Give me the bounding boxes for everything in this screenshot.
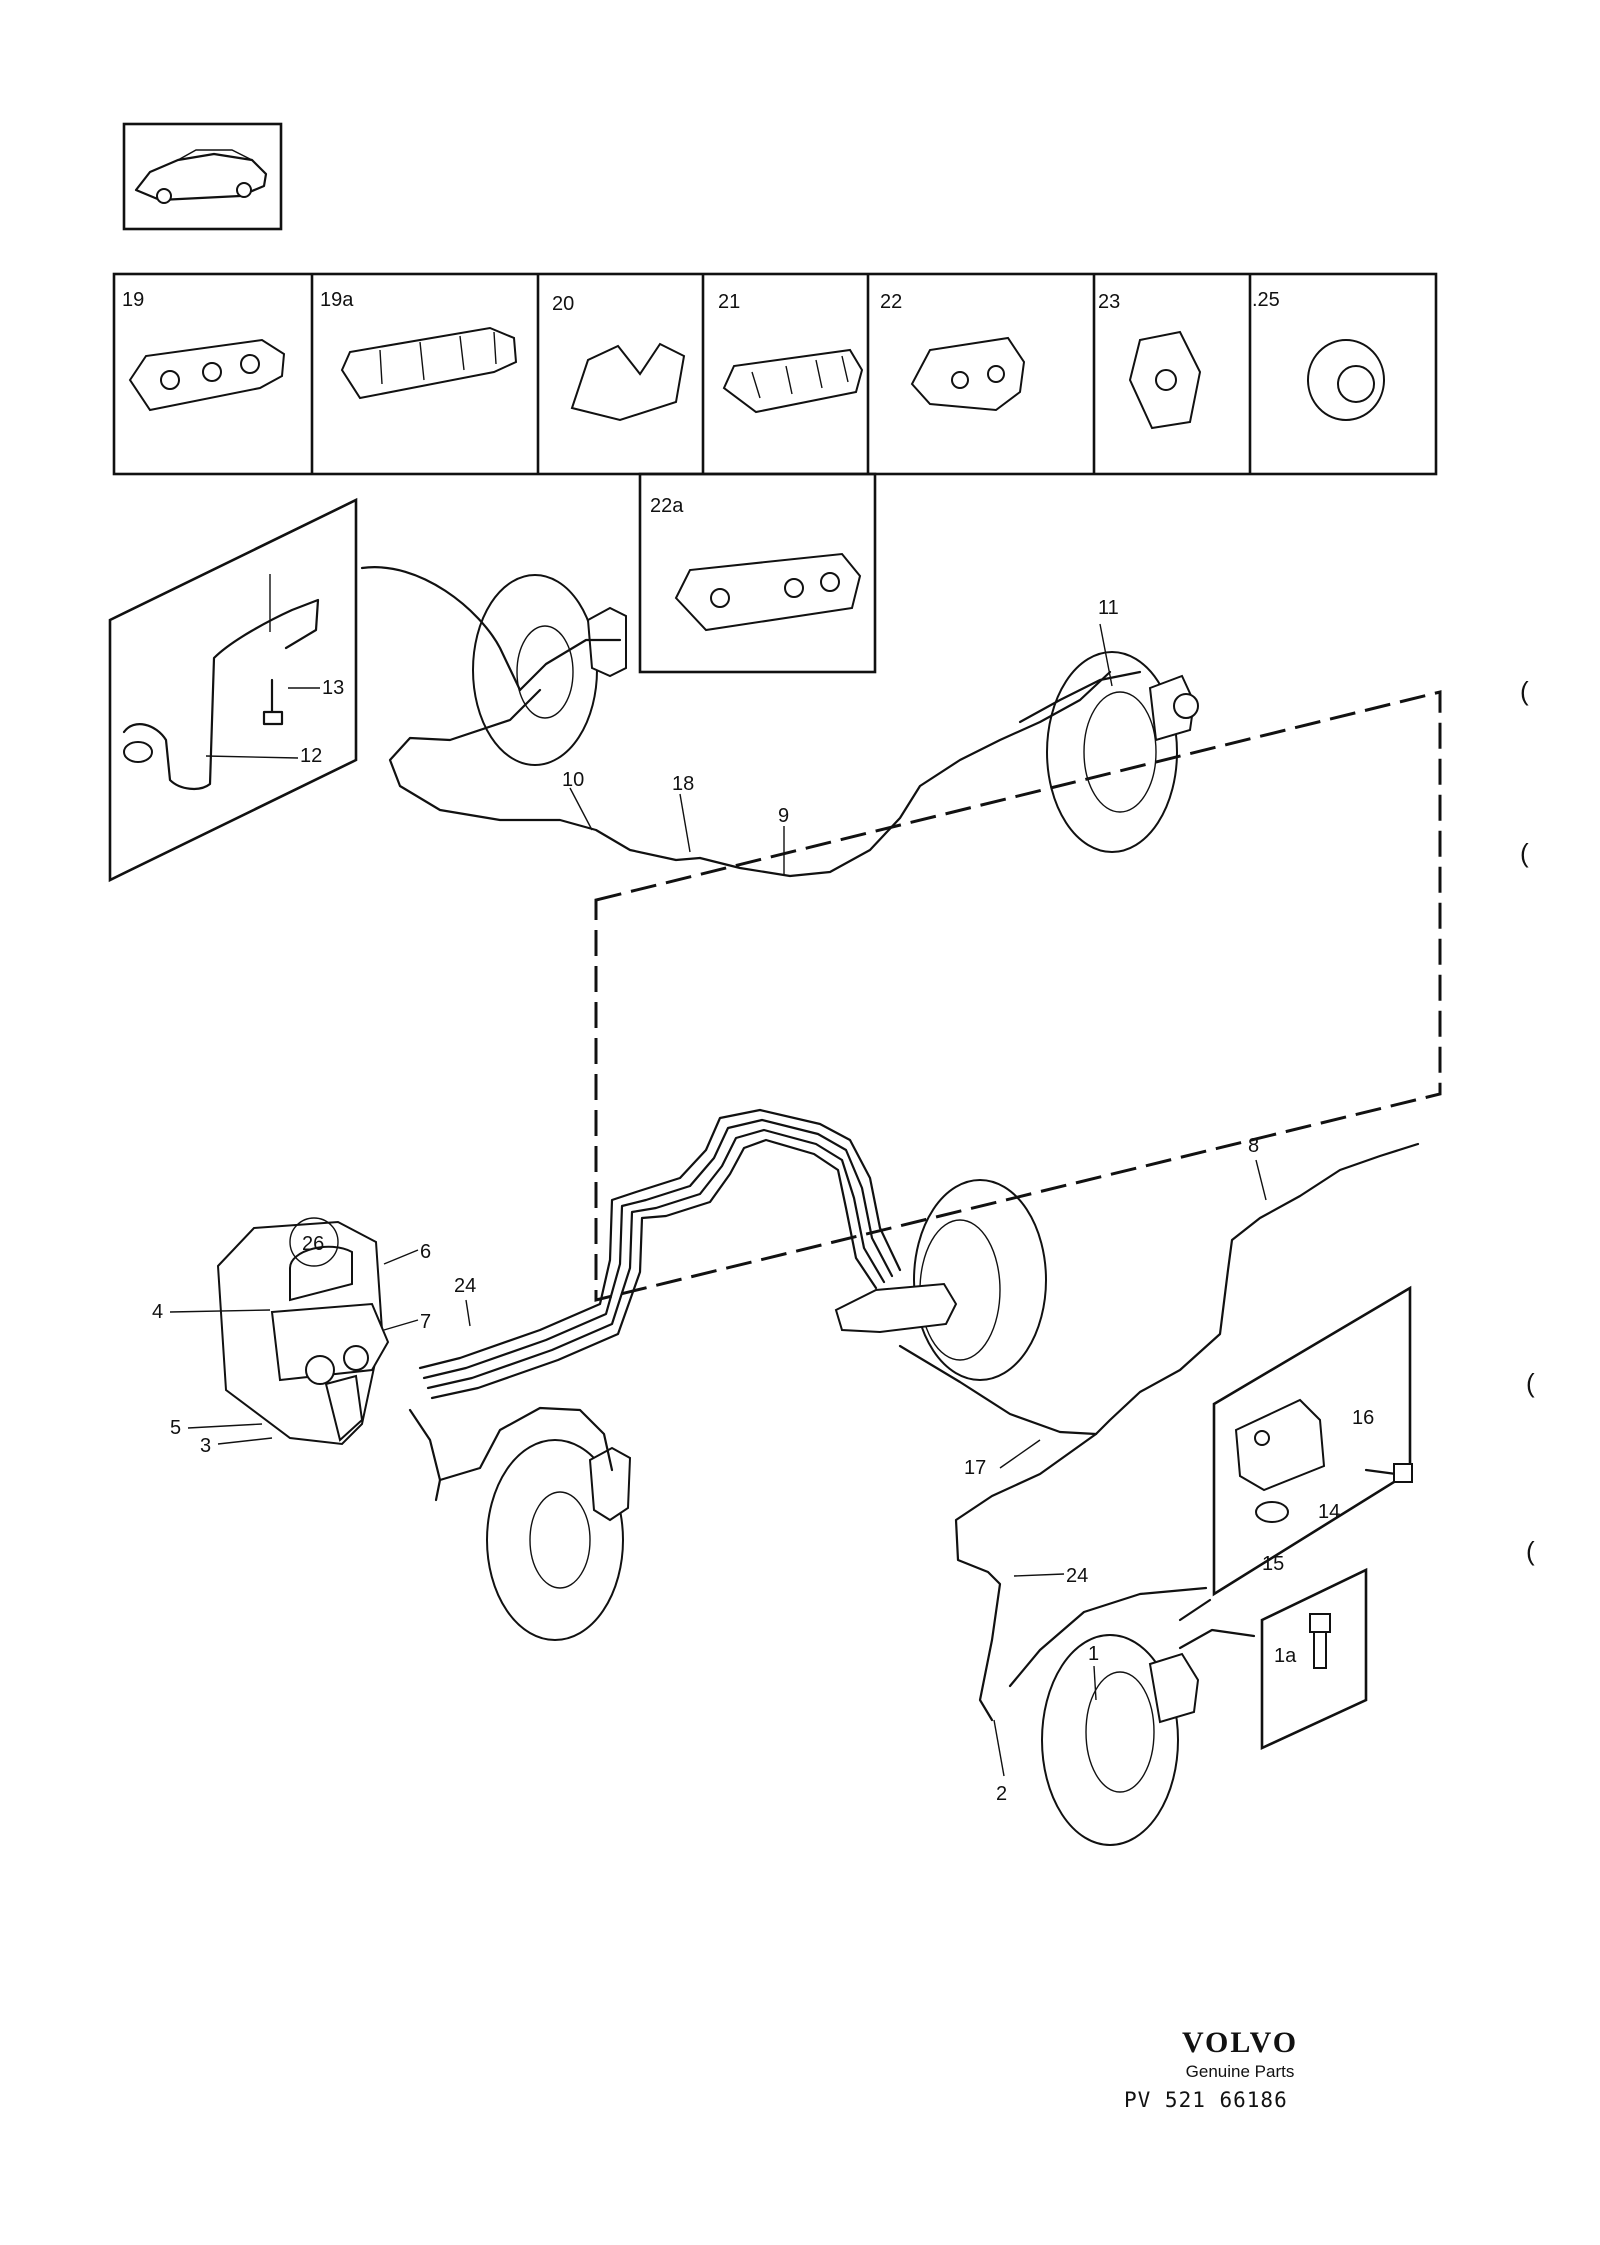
callout-2: 2 <box>996 1783 1007 1805</box>
bracket-detail-inset <box>108 497 358 883</box>
front-left-disc <box>486 1439 632 1641</box>
nipple-1a-inset <box>1260 1567 1368 1751</box>
callout-3: 3 <box>200 1435 211 1457</box>
volvo-logo: VOLVO <box>1181 2026 1299 2059</box>
callout-1a: 1a <box>1274 1645 1297 1667</box>
callout-11: 11 <box>1098 597 1119 619</box>
clip-label-22a: 22a <box>650 495 684 517</box>
callout-15: 15 <box>1262 1553 1284 1575</box>
callout-16: 16 <box>1352 1407 1374 1429</box>
margin-mark-3: ( <box>1526 1368 1535 1398</box>
abs-modulator: 26 <box>216 1217 390 1446</box>
callout-17: 17 <box>964 1457 986 1479</box>
margin-mark-1: ( <box>1520 676 1529 706</box>
callout-18: 18 <box>672 773 694 795</box>
leader-lines <box>169 623 1267 1777</box>
car-thumbnail <box>122 122 283 231</box>
clip-label-21: 21 <box>718 291 740 313</box>
callout-7: 7 <box>420 1311 431 1333</box>
margin-marks: ( ( ( ( <box>1520 676 1535 1566</box>
callout-8: 8 <box>1248 1135 1259 1157</box>
clip-22a-box: 22a <box>638 472 877 674</box>
margin-mark-4: ( <box>1526 1536 1535 1566</box>
clip-label-23: 23 <box>1098 291 1120 313</box>
brake-servo <box>834 1179 1047 1381</box>
callout-26: 26 <box>302 1233 324 1255</box>
rear-right-disc <box>1046 651 1199 853</box>
clip-label-22: 22 <box>880 291 902 313</box>
margin-mark-2: ( <box>1520 838 1529 868</box>
document-code: PV 521 66186 <box>1124 2088 1288 2112</box>
callout-13: 13 <box>322 677 344 699</box>
callout-4: 4 <box>152 1301 163 1323</box>
callout-9: 9 <box>778 805 789 827</box>
volvo-brand-block: VOLVO Genuine Parts <box>1140 2026 1340 2082</box>
callout-10: 10 <box>562 769 584 791</box>
callout-6: 6 <box>420 1241 431 1263</box>
callout-24-front: 24 <box>454 1275 476 1297</box>
callout-24-rear: 24 <box>1066 1565 1088 1587</box>
front-right-disc <box>472 574 627 766</box>
callout-1: 1 <box>1088 1643 1099 1665</box>
clips-table: 19 19a 20 21 22 23 .25 <box>112 272 1438 476</box>
callout-labels: 13 12 11 10 18 9 8 6 24 4 7 5 3 17 16 14… <box>152 597 1374 1805</box>
rear-left-disc <box>1041 1634 1200 1846</box>
clip-label-20: 20 <box>552 293 574 315</box>
rear-bracket-inset <box>1212 1285 1413 1597</box>
genuine-parts-label: Genuine Parts <box>1185 2062 1295 2081</box>
callout-12: 12 <box>300 745 322 767</box>
brake-lines <box>360 566 1442 1722</box>
clip-label-19a: 19a <box>320 289 354 311</box>
callout-14: 14 <box>1318 1501 1340 1523</box>
clip-label-25: .25 <box>1252 289 1280 311</box>
callout-5: 5 <box>170 1417 181 1439</box>
clip-label-19: 19 <box>122 289 144 311</box>
